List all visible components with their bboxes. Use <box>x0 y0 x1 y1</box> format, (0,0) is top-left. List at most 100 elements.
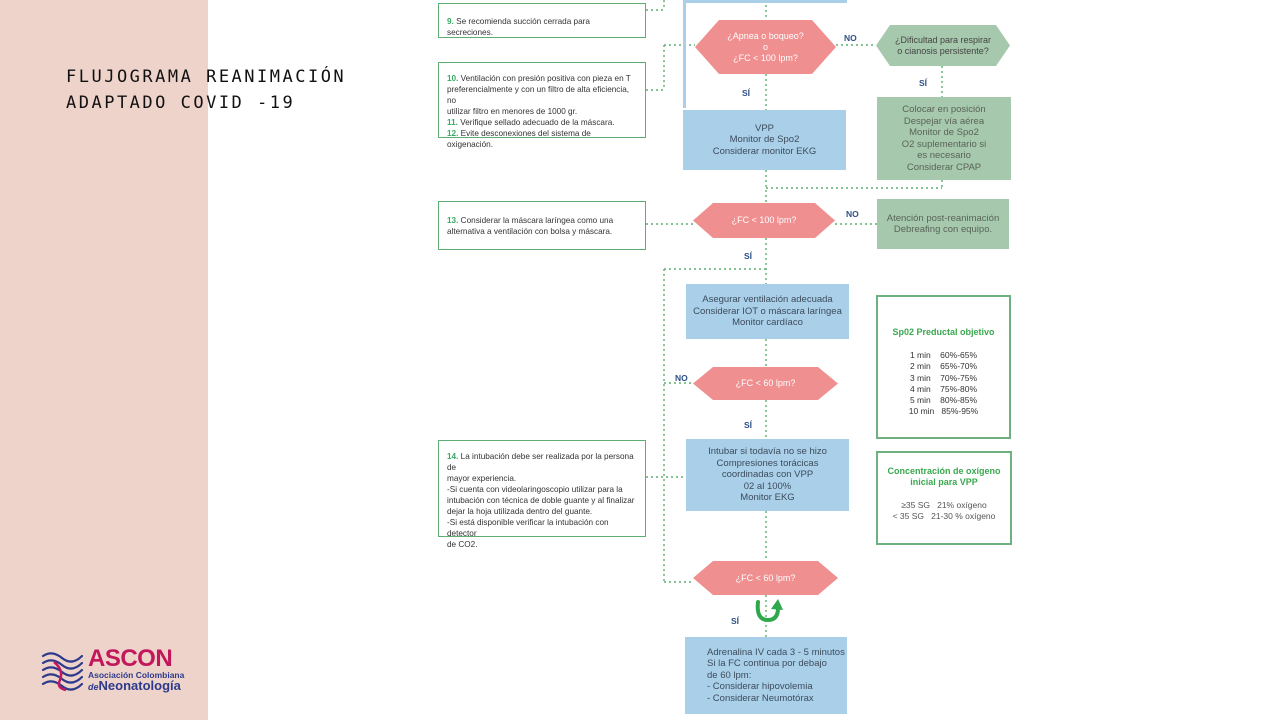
step-line: es necesario <box>917 150 971 161</box>
decision-line: ¿FC < 100 lpm? <box>731 215 797 225</box>
label-si: SÍ <box>744 420 753 430</box>
spo2-row: 1 min 60%-65% <box>909 350 978 360</box>
note-9: 9. Se recomienda succión cerrada para se… <box>438 3 646 38</box>
spo2-row: 5 min 80%-85% <box>909 395 978 406</box>
o2-row: < 35 SG 21-30 % oxígeno <box>892 511 996 522</box>
note-text: mayor experiencia. <box>447 474 517 483</box>
note-line: 9. Se recomienda succión cerrada para se… <box>447 16 637 38</box>
decision-text: ¿FC < 100 lpm? <box>693 203 835 238</box>
step-intubar: Intubar si todavía no se hizo Compresion… <box>686 439 849 511</box>
step-vpp: VPP Monitor de Spo2 Considerar monitor E… <box>683 110 846 170</box>
logo-name: ASCON <box>88 645 173 672</box>
note-line: 12. Evite desconexiones del sistema de o… <box>447 128 637 150</box>
step-line: Asegurar ventilación adecuada <box>702 294 833 306</box>
label-no: NO <box>844 33 857 43</box>
spo2-row: 10 min 85%-95% <box>908 406 979 417</box>
note-line: -Si cuenta con videolaringoscopio utiliz… <box>447 484 637 495</box>
step-line: Debreafing con equipo. <box>893 224 993 235</box>
spo2-row: 3 min 70%-75% <box>909 372 978 383</box>
step-line: 02 al 100% <box>743 480 792 492</box>
note-text: de CO2. <box>447 540 478 549</box>
note-text: Se recomienda succión cerrada para secre… <box>447 17 590 37</box>
label-no: NO <box>846 209 859 219</box>
note-text: Evite desconexiones del sistema de oxige… <box>447 129 591 149</box>
spo2-target-panel: Sp02 Preductal objetivo 1 min 60%-65% 2 … <box>876 295 1011 439</box>
o2-panel-title-2: inicial para VPP <box>910 477 978 487</box>
step-line: Monitor de Spo2 <box>729 134 800 146</box>
note-line: 13. Considerar la máscara laríngea como … <box>447 215 637 226</box>
step-line: Monitor EKG <box>740 492 795 504</box>
note-number: 9. <box>447 17 454 26</box>
step-line: de 60 lpm: <box>707 669 752 681</box>
step-line: Intubar si todavía no se hizo <box>708 446 827 458</box>
logo-sub2-prefix: de <box>88 682 99 692</box>
decision-apnea: ¿Apnea o boqueo? o ¿FC < 100 lpm? <box>695 20 836 74</box>
step-line: Compresiones torácicas <box>716 457 819 469</box>
decision-line: ¿Apnea o boqueo? <box>727 30 804 41</box>
note-line: utilizar filtro en menores de 1000 gr. <box>447 106 637 117</box>
logo-subtitle-2: deNeonatología <box>88 678 181 695</box>
decision-line: ¿FC < 60 lpm? <box>735 572 796 583</box>
ascon-logo: ASCON Asociación Colombiana deNeonatolog… <box>40 646 190 696</box>
note-line: preferencialmente y con un filtro de alt… <box>447 84 637 106</box>
step-line: Si la FC continua por debajo <box>707 658 827 670</box>
note-number: 13. <box>447 216 459 225</box>
step-line: Adrenalina IV cada 3 - 5 minutos <box>707 646 845 658</box>
page-title: FLUJOGRAMA REANIMACIÓN ADAPTADO COVID -1… <box>66 64 346 116</box>
decision-line: ¿FC < 60 lpm? <box>735 378 796 388</box>
logo-sub2-text: Neonatología <box>98 678 181 693</box>
decision-dificultad-respirar: ¿Dificultad para respirar o cianosis per… <box>876 25 1010 66</box>
decision-fc-60-second: ¿FC < 60 lpm? <box>693 561 838 595</box>
note-line: 10. Ventilación con presión positiva con… <box>447 73 637 84</box>
step-line: Atención post-reanimación <box>886 212 1000 224</box>
decision-text: ¿Dificultad para respirar o cianosis per… <box>876 25 1010 66</box>
step-asegurar-ventilacion: Asegurar ventilación adecuada Considerar… <box>686 284 849 339</box>
sidebar-panel <box>0 0 208 720</box>
oxygen-concentration-panel: Concentración de oxígeno inicial para VP… <box>876 451 1012 545</box>
note-text: alternativa a ventilación con bolsa y má… <box>447 227 613 236</box>
label-si: SÍ <box>744 251 753 261</box>
step-colocar-posicion: Colocar en posición Despejar vía aérea M… <box>877 97 1011 180</box>
note-line: -Si está disponible verificar la intubac… <box>447 517 637 539</box>
step-line: - Considerar hipovolemia <box>707 681 813 693</box>
note-14: 14. La intubación debe ser realizada por… <box>438 440 646 549</box>
title-line-2: ADAPTADO COVID -19 <box>66 93 296 113</box>
note-text: intubación con técnica de doble guante y… <box>447 496 635 505</box>
note-line: intubación con técnica de doble guante y… <box>447 495 637 506</box>
step-adrenalina: Adrenalina IV cada 3 - 5 minutos Si la F… <box>685 637 847 714</box>
note-line: alternativa a ventilación con bolsa y má… <box>447 226 637 237</box>
label-si: SÍ <box>731 616 740 626</box>
spo2-row: 4 min 75%-80% <box>909 383 978 394</box>
spo2-panel-title: Sp02 Preductal objetivo <box>892 327 995 337</box>
note-line: mayor experiencia. <box>447 473 637 484</box>
note-text: -Si cuenta con videolaringoscopio utiliz… <box>447 485 623 494</box>
label-no: NO <box>675 373 688 383</box>
ascon-logo-icon <box>41 652 84 692</box>
note-number: 14. <box>447 452 459 461</box>
decision-line: o cianosis persistente? <box>897 45 989 56</box>
step-line: O2 suplementario si <box>901 138 987 150</box>
label-si: SÍ <box>742 88 751 98</box>
note-line: dejar la hoja utilizada dentro del guant… <box>447 506 637 517</box>
decision-line: o <box>762 41 768 52</box>
decision-line: ¿Dificultad para respirar <box>894 34 992 45</box>
decision-line: ¿FC < 100 lpm? <box>733 52 798 63</box>
step-line: Monitor de Spo2 <box>909 127 979 138</box>
step-line: Considerar CPAP <box>906 161 982 173</box>
o2-panel-title: Concentración de oxígeno <box>887 466 1001 476</box>
green-loop-arrow-icon <box>755 599 783 623</box>
step-line: Considerar monitor EKG <box>712 145 817 157</box>
decision-text: ¿Apnea o boqueo? o ¿FC < 100 lpm? <box>695 20 836 74</box>
step-line: coordinadas con VPP <box>721 469 814 481</box>
note-number: 10. <box>447 74 459 83</box>
note-line: 11. Verifique sellado adecuado de la más… <box>447 117 637 128</box>
decision-text: ¿FC < 60 lpm? <box>693 367 838 400</box>
note-10-12: 10. Ventilación con presión positiva con… <box>438 62 646 149</box>
logo-subtitle: Asociación Colombiana <box>88 670 185 680</box>
note-number: 12. <box>447 129 459 138</box>
note-number: 11. <box>447 118 458 127</box>
step-line: Monitor cardíaco <box>732 317 803 329</box>
decision-fc-60-first: ¿FC < 60 lpm? <box>693 367 838 400</box>
step-line: Despejar vía aérea <box>903 115 985 127</box>
label-si: SÍ <box>919 78 928 88</box>
